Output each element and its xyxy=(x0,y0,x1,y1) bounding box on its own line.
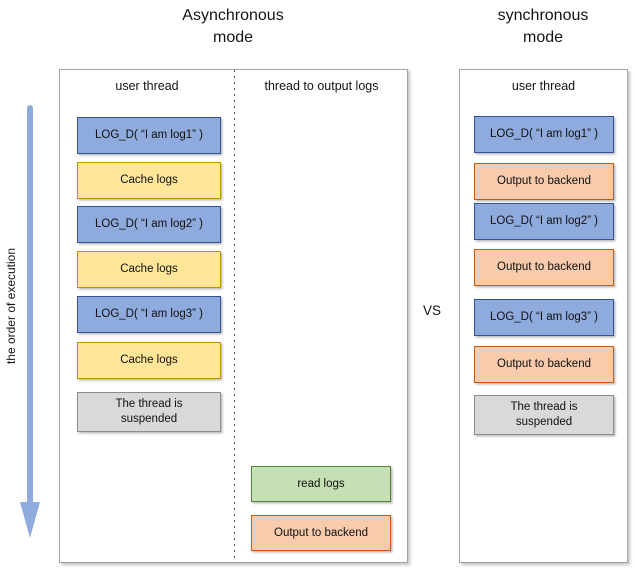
async-output-thread-header: thread to output logs xyxy=(264,79,379,93)
sync-output3-backend-box: Output to backend xyxy=(474,346,614,383)
sync-output2-backend-box: Output to backend xyxy=(474,249,614,286)
sync-user-thread-header: user thread xyxy=(511,79,576,93)
sync-log2-box: LOG_D( “I am log2” ) xyxy=(474,203,614,240)
async-log1-box: LOG_D( “I am log1” ) xyxy=(77,117,221,154)
execution-order-arrow-icon xyxy=(20,105,40,538)
sync-panel: user thread LOG_D( “I am log1” ) Output … xyxy=(459,69,628,563)
async-cache2-box: Cache logs xyxy=(77,251,221,288)
read-logs-box: read logs xyxy=(251,466,391,502)
execution-order-label: the order of execution xyxy=(4,247,18,365)
async-panel: user thread thread to output logs LOG_D(… xyxy=(59,69,408,563)
async-suspended-box: The thread is suspended xyxy=(77,392,221,432)
vs-label: VS xyxy=(422,303,441,318)
async-log2-box: LOG_D( “I am log2” ) xyxy=(77,206,221,243)
sync-log3-box: LOG_D( “I am log3” ) xyxy=(474,299,614,336)
async-cache1-box: Cache logs xyxy=(77,162,221,199)
async-output-backend-box: Output to backend xyxy=(251,515,391,551)
async-mode-title: Asynchronous mode xyxy=(182,7,284,46)
async-log3-box: LOG_D( “I am log3” ) xyxy=(77,296,221,333)
sync-output1-backend-box: Output to backend xyxy=(474,163,614,200)
sync-log1-box: LOG_D( “I am log1” ) xyxy=(474,116,614,153)
async-cache3-box: Cache logs xyxy=(77,342,221,379)
async-user-thread-header: user thread xyxy=(115,79,179,93)
sync-mode-title: synchronous mode xyxy=(497,7,589,46)
sync-suspended-box: The thread is suspended xyxy=(474,395,614,435)
thread-divider-dotted-line xyxy=(234,70,235,562)
